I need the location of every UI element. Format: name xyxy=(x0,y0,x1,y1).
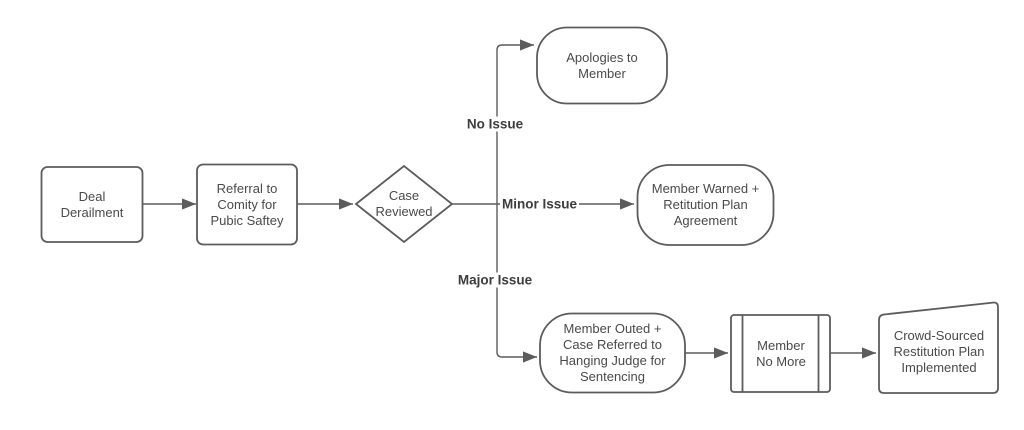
member-no-more-shape xyxy=(730,314,831,393)
edge-case-reviewed-to-apologies xyxy=(496,39,534,204)
member-warned-shape xyxy=(636,164,775,246)
case-reviewed-diamond-shape xyxy=(354,164,454,244)
referral-shape xyxy=(196,163,298,246)
deal-derailment-shape xyxy=(40,166,144,243)
member-outed-shape xyxy=(539,312,686,394)
crowd-sourced-shape xyxy=(878,301,999,394)
edge-case-reviewed-to-member-outed xyxy=(496,204,537,363)
apologies-shape xyxy=(536,26,668,105)
